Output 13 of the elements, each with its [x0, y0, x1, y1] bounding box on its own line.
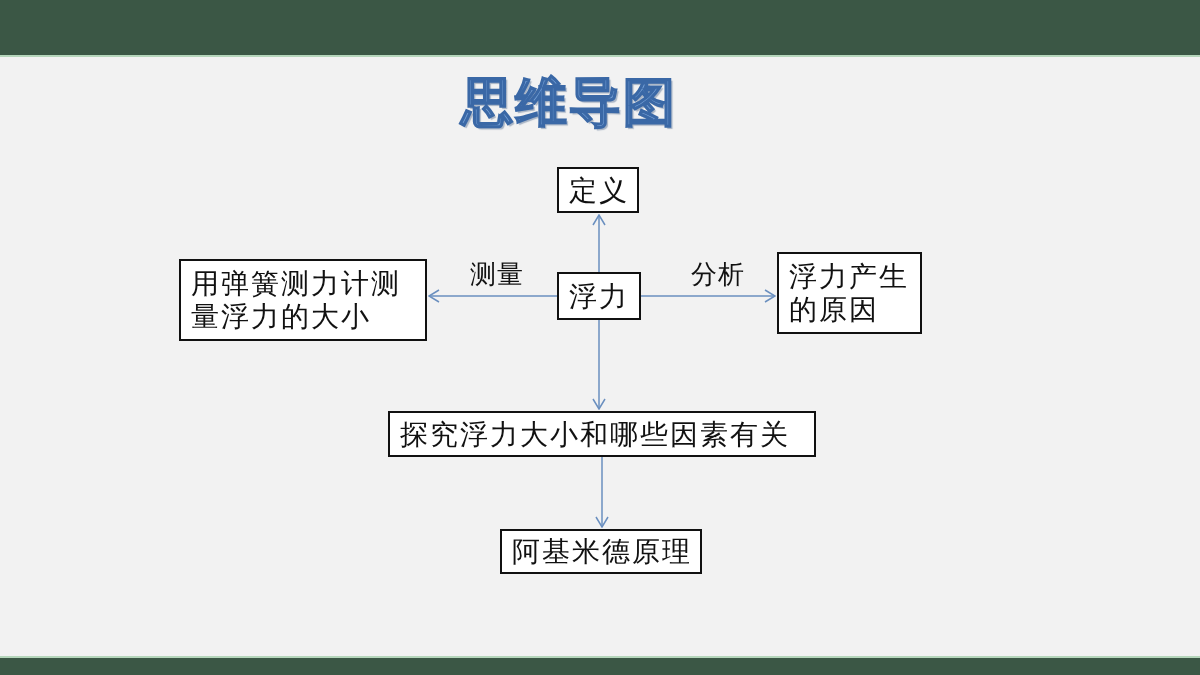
concept-box: 定义: [557, 167, 639, 213]
arrow: [592, 214, 606, 273]
concept-box: 阿基米德原理: [500, 529, 702, 574]
concept-box: 用弹簧测力计测量浮力的大小: [179, 259, 427, 341]
arrow: [592, 319, 606, 410]
arrow: [595, 456, 609, 528]
title: 思维导图: [461, 72, 677, 132]
concept-box: 浮力产生的原因: [777, 252, 922, 334]
concept-box: 探究浮力大小和哪些因素有关: [388, 411, 816, 457]
arrow: [428, 289, 558, 303]
edge-label: 分析: [689, 260, 747, 290]
topic-box: 浮力: [557, 272, 641, 320]
arrow: [640, 289, 776, 303]
